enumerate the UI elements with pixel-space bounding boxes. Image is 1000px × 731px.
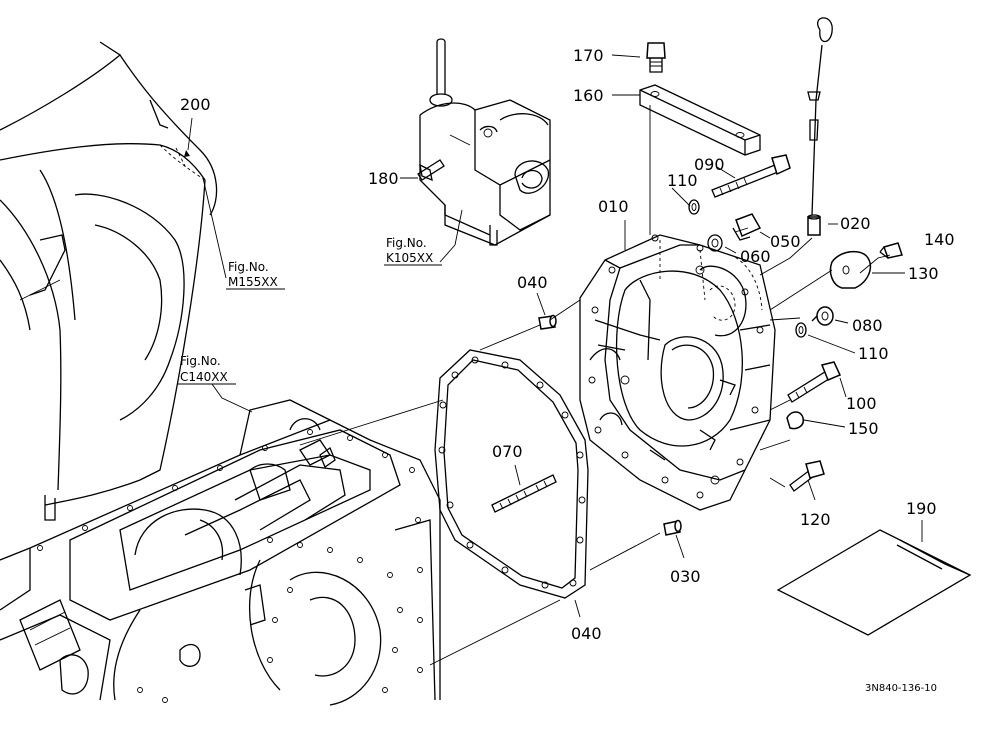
callout-030: 030	[670, 567, 701, 586]
callout-140: 140	[924, 230, 955, 249]
callout-110-upper: 110	[667, 171, 698, 190]
part-plug-050	[732, 213, 762, 241]
callout-090: 090	[694, 155, 725, 174]
part-stud-070	[491, 474, 557, 513]
fig-ref-m155-code: M155XX	[228, 275, 278, 289]
fig-ref-m155: Fig.No. M155XX	[226, 260, 285, 290]
part-case-c140	[0, 399, 441, 706]
part-plate-160	[639, 84, 761, 156]
fig-ref-c140: Fig.No. C140XX	[178, 354, 236, 385]
part-bolt-100	[787, 361, 842, 403]
callout-120: 120	[800, 510, 831, 529]
drawing-code: 3N840-136-10	[865, 683, 937, 694]
part-seal-060	[707, 234, 723, 252]
fig-ref-m155-title: Fig.No.	[228, 260, 269, 274]
part-cover-130	[829, 250, 872, 289]
callout-020: 020	[840, 214, 871, 233]
callout-160: 160	[573, 86, 604, 105]
part-washer-110-upper	[688, 199, 700, 215]
callout-170: 170	[573, 46, 604, 65]
part-fitting-140	[879, 242, 903, 259]
fig-ref-k105: Fig.No. K105XX	[384, 236, 442, 266]
callout-040-lower: 040	[571, 624, 602, 643]
fig-ref-c140-code: C140XX	[180, 370, 228, 384]
fig-ref-k105-title: Fig.No.	[386, 236, 427, 250]
callout-labels: 200 180 170 160 090 110 010 020 140 050 …	[180, 46, 955, 643]
callout-060: 060	[740, 247, 771, 266]
part-plug-150	[786, 411, 805, 430]
part-dowel-030	[663, 519, 682, 536]
callout-080: 080	[852, 316, 883, 335]
part-bolt-090	[711, 154, 791, 198]
callout-110-lower: 110	[858, 344, 889, 363]
part-collar-080	[811, 306, 834, 326]
callout-150: 150	[848, 419, 879, 438]
part-housing-010	[579, 234, 776, 511]
part-bolt-170	[646, 42, 666, 73]
leader-lines	[175, 54, 923, 666]
part-pin-180	[417, 159, 445, 181]
callout-070: 070	[492, 442, 523, 461]
callout-040-upper: 040	[517, 273, 548, 292]
part-sheet-190	[776, 529, 972, 636]
callout-010: 010	[598, 197, 629, 216]
part-gasket-040	[434, 349, 589, 599]
callout-190: 190	[906, 499, 937, 518]
part-body-m155	[0, 41, 218, 521]
fig-ref-k105-code: K105XX	[386, 251, 433, 265]
part-bracket-k105	[419, 38, 551, 246]
fig-ref-c140-title: Fig.No.	[180, 354, 221, 368]
callout-130: 130	[908, 264, 939, 283]
part-washer-110-lower	[795, 322, 807, 338]
part-dipstick-020	[807, 17, 833, 236]
part-bolt-120	[789, 460, 825, 492]
callout-100: 100	[846, 394, 877, 413]
callout-180: 180	[368, 169, 399, 188]
callout-050: 050	[770, 232, 801, 251]
callout-200: 200	[180, 95, 211, 114]
